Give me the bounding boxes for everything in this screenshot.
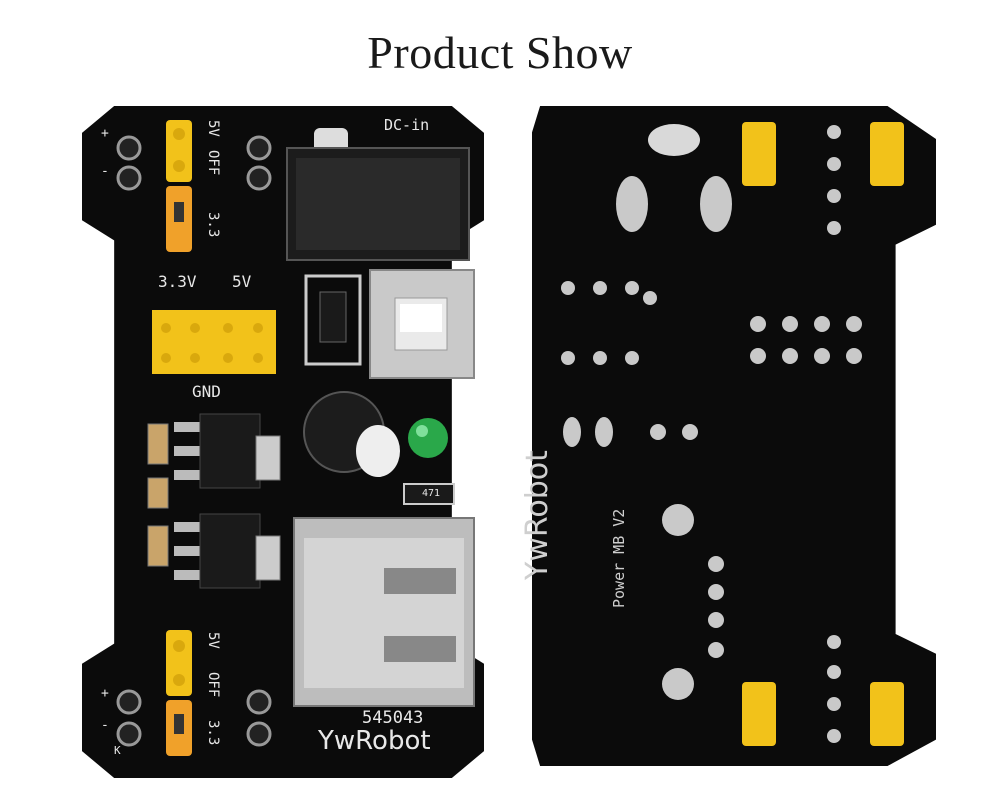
- bottom-33-label: 3.3: [205, 720, 221, 746]
- back-brand: YwRobot: [520, 450, 555, 580]
- part-number: 545043: [362, 708, 424, 728]
- top-33-label: 3.3: [205, 212, 221, 238]
- rail-5v-label: 5V: [232, 272, 252, 291]
- smd-resistor: [403, 483, 455, 505]
- usb-port: [293, 517, 475, 707]
- smd-component: [304, 274, 362, 366]
- plus-top-label: +: [101, 126, 109, 141]
- back-solder-joints: [561, 124, 862, 743]
- bottom-off-label: OFF: [205, 672, 221, 698]
- bottom-orange-jumper: [166, 700, 192, 756]
- page-title: Product Show: [367, 27, 633, 78]
- back-board-components: [561, 122, 904, 746]
- top-off-label: OFF: [205, 150, 221, 176]
- back-model: Power MB V2: [610, 508, 628, 608]
- dc-jack: [286, 128, 470, 261]
- top-5v-label: 5V: [205, 120, 221, 137]
- minus-bottom-label: -: [101, 718, 109, 733]
- dc-in-label: DC-in: [384, 116, 430, 134]
- right-bottom-header: [246, 689, 272, 747]
- right-top-header: [246, 135, 272, 191]
- left-top-header: [116, 135, 142, 191]
- power-rail-header: [152, 310, 276, 374]
- top-orange-jumper: [166, 186, 192, 252]
- back-yellow-jumpers: [742, 122, 904, 746]
- gnd-label: GND: [192, 382, 221, 401]
- k-label: K: [114, 744, 121, 757]
- front-brand: YwRobot: [318, 726, 431, 756]
- top-yellow-jumper: [166, 120, 192, 182]
- rail-33v-label: 3.3V: [158, 272, 197, 291]
- minus-top-label: -: [101, 164, 109, 179]
- left-bottom-header: [116, 689, 142, 747]
- voltage-regulators: [147, 413, 281, 589]
- plus-bottom-label: +: [101, 686, 109, 701]
- power-switch: [369, 269, 475, 379]
- electrolytic-capacitor: [303, 391, 400, 477]
- bottom-5v-label: 5V: [205, 632, 221, 649]
- green-led: [408, 418, 448, 458]
- resistor-code: 471: [422, 488, 441, 499]
- bottom-yellow-jumper: [166, 630, 192, 696]
- front-board-components: [116, 120, 475, 756]
